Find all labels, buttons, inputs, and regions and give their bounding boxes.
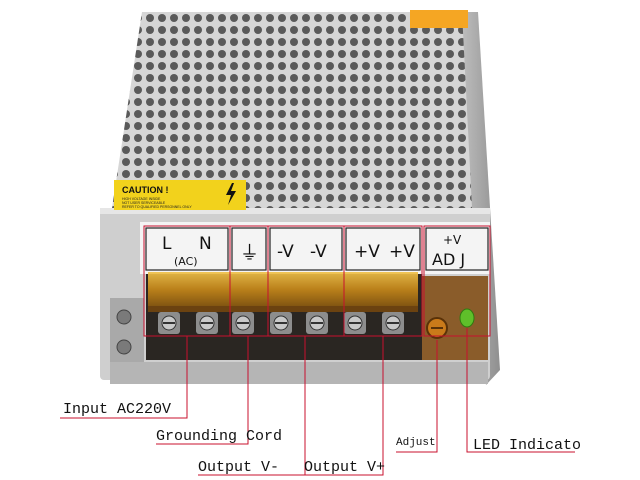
callout-led: LED Indicato [473, 437, 582, 454]
terminal-label-ac: (AC) [174, 255, 198, 268]
housing-bottom-flange [110, 362, 488, 384]
leader-lines [60, 328, 575, 476]
terminal-screw-icon [306, 312, 328, 334]
callout-output-plus: Output V+ [304, 459, 386, 476]
terminal-label-vplus-2: +V [389, 242, 415, 262]
led-indicator-icon [459, 308, 475, 328]
terminal-screws [158, 312, 404, 334]
terminal-label-adj-top: +V [443, 233, 462, 247]
terminal-label-line: L [162, 234, 172, 254]
caution-title: CAUTION ! [122, 185, 169, 195]
callout-input: Input AC220V [63, 401, 172, 418]
terminal-screw-icon [158, 312, 180, 334]
terminal-label-vminus-2: -V [310, 242, 327, 262]
ground-icon: ⏚ [240, 242, 259, 264]
caution-sticker: CAUTION ! HIGH VOLTAGE INSIDE NOT USER S… [114, 180, 246, 210]
terminal-screw-icon [232, 312, 254, 334]
terminal-label-adj-bottom: AD J [432, 250, 465, 269]
orange-tag [410, 10, 468, 28]
callout-adjust: Adjust [396, 437, 436, 449]
highlight-boxes [143, 225, 491, 337]
callout-output-minus: Output V- [198, 459, 280, 476]
terminal-label-vplus-1: +V [354, 242, 380, 262]
mount-screw-icon [116, 309, 132, 325]
terminal-screw-icon [344, 312, 366, 334]
callout-grounding: Grounding Cord [156, 428, 283, 445]
terminal-label-neutral: N [199, 234, 212, 254]
pcb-board [422, 276, 488, 360]
caution-fine-print-3: REFER TO QUALIFIED PERSONNEL ONLY [122, 205, 192, 209]
terminal-cover [148, 272, 418, 306]
perforated-top-cover [112, 12, 472, 208]
terminal-label-vminus-1: -V [277, 242, 294, 262]
caution-fine-print-1: HIGH VOLTAGE INSIDE [122, 197, 161, 201]
terminal-screw-icon [270, 312, 292, 334]
terminal-label-strip [140, 222, 490, 274]
lightning-icon [226, 183, 236, 205]
mount-screw-icon [116, 339, 132, 355]
caution-fine-print-2: NOT USER SERVICEABLE [122, 201, 166, 205]
terminal-screw-icon [196, 312, 218, 334]
terminal-screw-icon [382, 312, 404, 334]
